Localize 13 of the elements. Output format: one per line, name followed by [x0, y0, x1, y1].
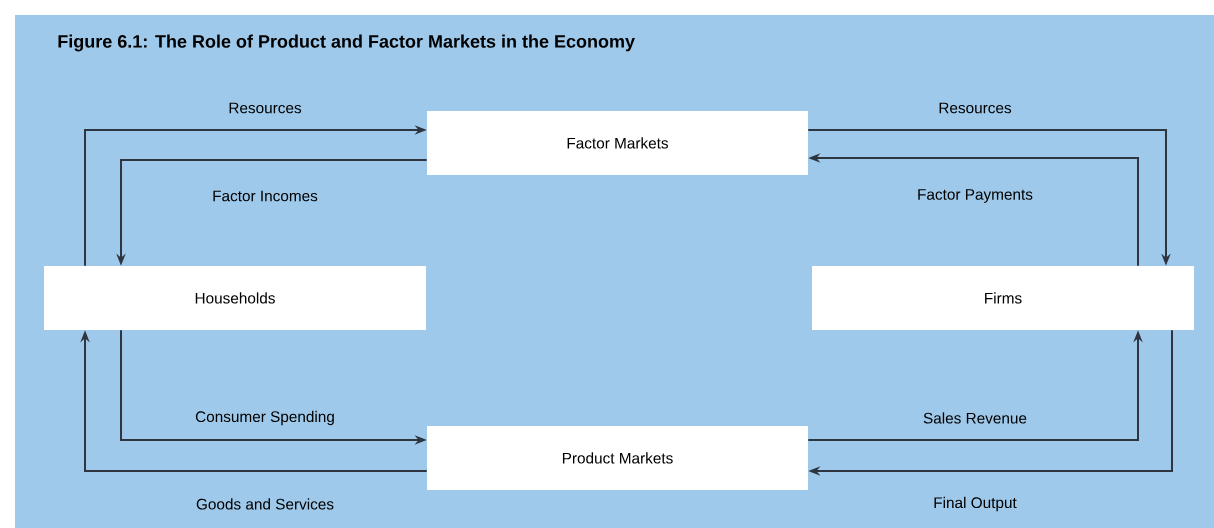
edge-label: Factor Payments: [918, 189, 1033, 203]
box: Product Markets: [427, 426, 808, 490]
box: Households: [44, 266, 426, 330]
edge-label: Sales Revenue: [923, 412, 1027, 424]
edge-label: Goods and Services: [196, 498, 334, 510]
edge-label: Factor Incomes: [213, 190, 318, 202]
edge-label: Consumer Spending: [195, 410, 334, 426]
title: Figure 6.1: The Role of Product and Factor Markets in the Economy: [58, 34, 635, 52]
edge-label: Resources: [939, 102, 1012, 114]
box: Factor Markets: [427, 111, 808, 175]
box: Firms: [812, 266, 1194, 330]
edge-label: Resources: [229, 102, 302, 114]
edge-label: Final Output: [934, 496, 1017, 512]
